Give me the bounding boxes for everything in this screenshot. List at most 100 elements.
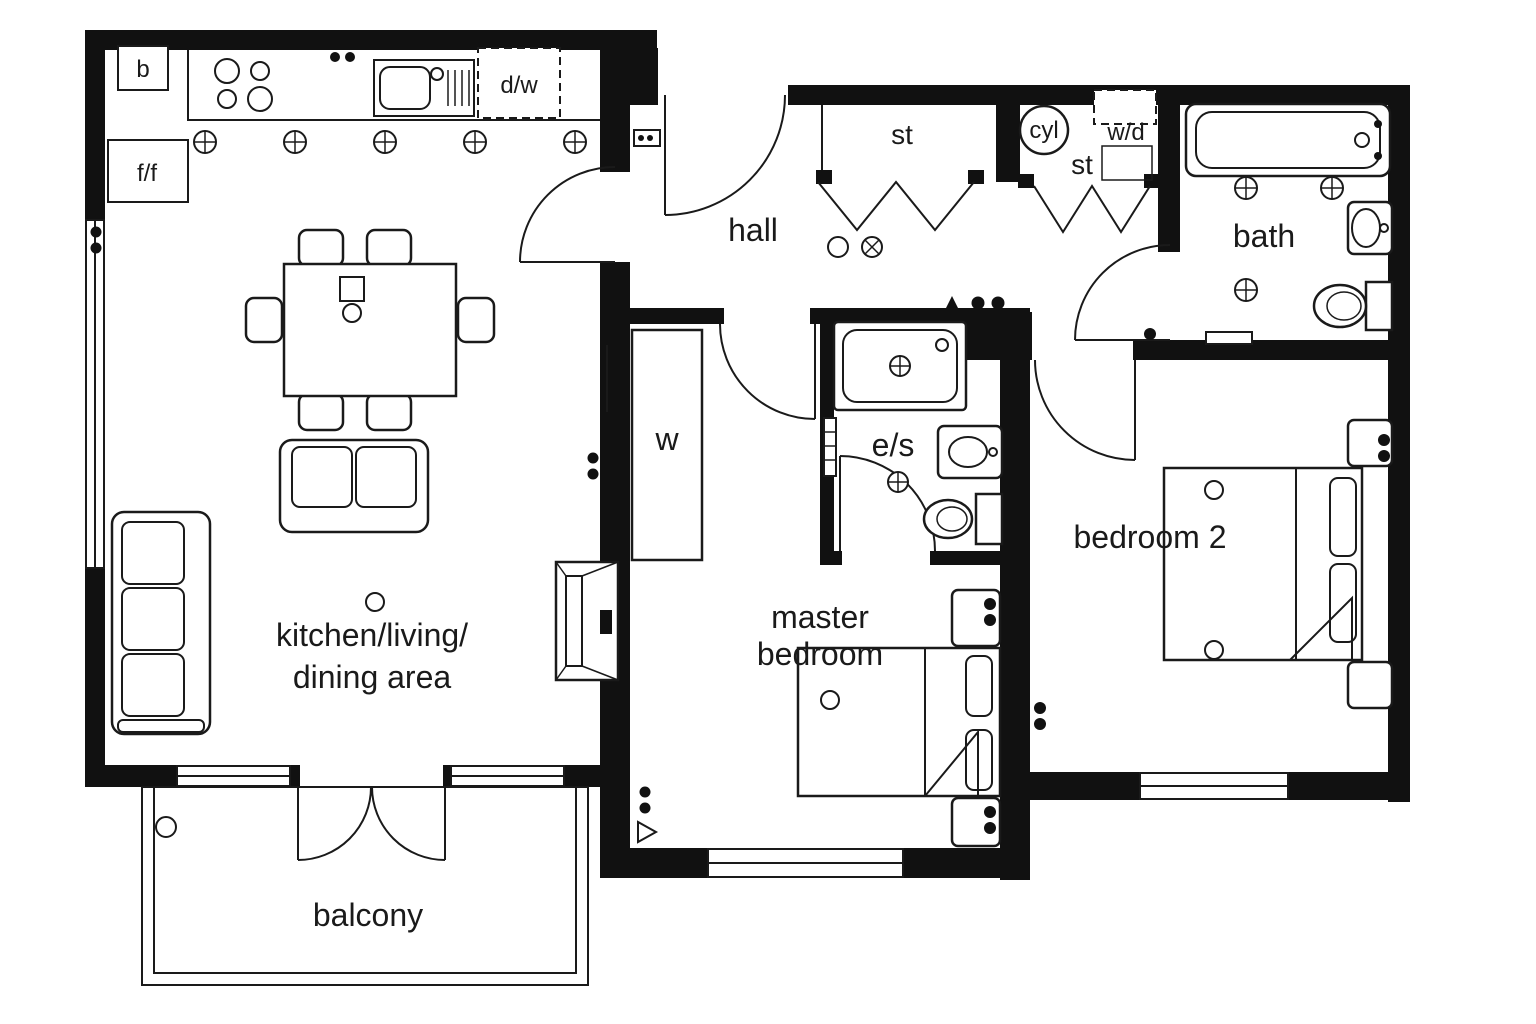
socket-dot	[984, 598, 996, 610]
kitchen-counter	[187, 50, 600, 121]
dining-chair	[365, 392, 413, 432]
window-living-2	[450, 765, 565, 787]
label-master-line2: bedroom	[757, 636, 883, 672]
bath-spotlights	[1234, 176, 1344, 302]
master-bed	[796, 646, 1002, 798]
balcony-drain	[155, 816, 177, 838]
balcony-structure	[141, 786, 589, 986]
fridge-freezer-unit	[107, 139, 189, 203]
socket-dot	[345, 52, 355, 62]
balcony-french-doors	[297, 786, 446, 861]
label-bedroom-2: bedroom 2	[1074, 519, 1227, 555]
bath-door	[1074, 244, 1171, 341]
hall-symbols	[633, 129, 1005, 310]
window-living-1	[176, 765, 291, 787]
ceiling-light	[1204, 640, 1224, 660]
sofa-two-seat	[278, 438, 430, 534]
socket-dot	[1034, 702, 1046, 714]
doors	[297, 94, 1171, 861]
socket-dot	[330, 52, 340, 62]
aerial-point-triangle	[637, 820, 659, 844]
label-master-line1: master	[771, 599, 869, 635]
windows	[85, 219, 1289, 878]
window-master-bedroom	[707, 848, 904, 878]
bath-shelf	[1205, 331, 1253, 345]
socket-dot	[90, 226, 102, 238]
label-bath: bath	[1233, 218, 1295, 254]
entry-socket-panel	[633, 129, 661, 147]
front-door	[664, 94, 786, 216]
socket-dot	[1144, 328, 1156, 340]
label-dishwasher: d/w	[500, 72, 538, 99]
label-kitchen-living-line2: dining area	[293, 659, 452, 695]
bedroom-2-door	[1034, 359, 1136, 461]
socket-dot	[984, 806, 996, 818]
socket-dot	[587, 452, 599, 464]
socket-dot	[639, 786, 651, 798]
window-left	[85, 219, 105, 569]
label-kitchen-living-line1: kitchen/living/	[276, 617, 468, 653]
hob	[214, 58, 273, 112]
tv-point-triangle	[945, 296, 959, 310]
master-bedroom-door	[719, 323, 816, 420]
label-hall: hall	[728, 212, 778, 248]
dishwasher-outline	[477, 47, 561, 119]
dining-chair	[365, 228, 413, 268]
socket-dot	[1378, 450, 1390, 462]
dining-chair	[297, 392, 345, 432]
boiler-cupboard	[117, 45, 169, 91]
socket-dot	[991, 296, 1005, 310]
socket-dot	[984, 614, 996, 626]
socket-dot	[587, 468, 599, 480]
store-2-bifold-doors	[1033, 184, 1151, 234]
label-store-2: st	[1071, 149, 1093, 180]
socket-dot	[90, 242, 102, 254]
bedside-table	[950, 796, 1002, 848]
label-fridge-freezer: f/f	[137, 160, 157, 187]
ensuite-basin	[936, 424, 1004, 480]
ceiling-light	[1204, 480, 1224, 500]
ensuite-radiator	[823, 417, 837, 477]
label-balcony: balcony	[313, 897, 423, 933]
ensuite-toilet	[922, 492, 1004, 546]
dining-set	[244, 228, 496, 432]
dining-chair	[456, 296, 496, 344]
window-bedroom-2	[1139, 772, 1289, 800]
label-ensuite: e/s	[872, 427, 915, 463]
ceiling-light	[365, 592, 385, 612]
bedroom-2-bed	[1162, 466, 1364, 662]
socket-dot	[639, 802, 651, 814]
socket-dot	[1378, 434, 1390, 446]
dining-table	[282, 262, 458, 398]
kitchen	[107, 45, 600, 203]
smoke-detector	[827, 236, 849, 258]
label-washer-dryer: w/d	[1106, 119, 1144, 146]
ensuite-door	[839, 455, 936, 552]
ceiling-light	[820, 690, 840, 710]
living-room-door	[519, 166, 616, 263]
ensuite-spotlights	[887, 355, 911, 493]
dining-chair	[297, 228, 345, 268]
label-store-1: st	[891, 119, 913, 150]
socket-dot	[971, 296, 985, 310]
cylinder-cupboard	[1018, 104, 1070, 156]
room-labels: kitchen/living/ dining area hall st cyl …	[136, 56, 1295, 933]
bathtub	[1184, 102, 1392, 178]
socket-dot	[1034, 718, 1046, 730]
tv-unit	[554, 560, 620, 682]
bath-toilet	[1312, 280, 1394, 332]
kitchen-sink	[373, 59, 475, 117]
bedside-table	[1346, 660, 1394, 710]
bath-basin	[1346, 200, 1394, 256]
label-wardrobe: w	[654, 421, 679, 457]
washer-dryer-unit	[1093, 89, 1157, 181]
light-switch	[861, 236, 883, 258]
dining-chair	[244, 296, 284, 344]
walls	[85, 30, 1410, 880]
label-cylinder: cyl	[1029, 117, 1058, 144]
wardrobe-unit	[630, 328, 704, 562]
sofa-three-seat	[110, 510, 212, 736]
label-boiler: b	[136, 56, 149, 83]
